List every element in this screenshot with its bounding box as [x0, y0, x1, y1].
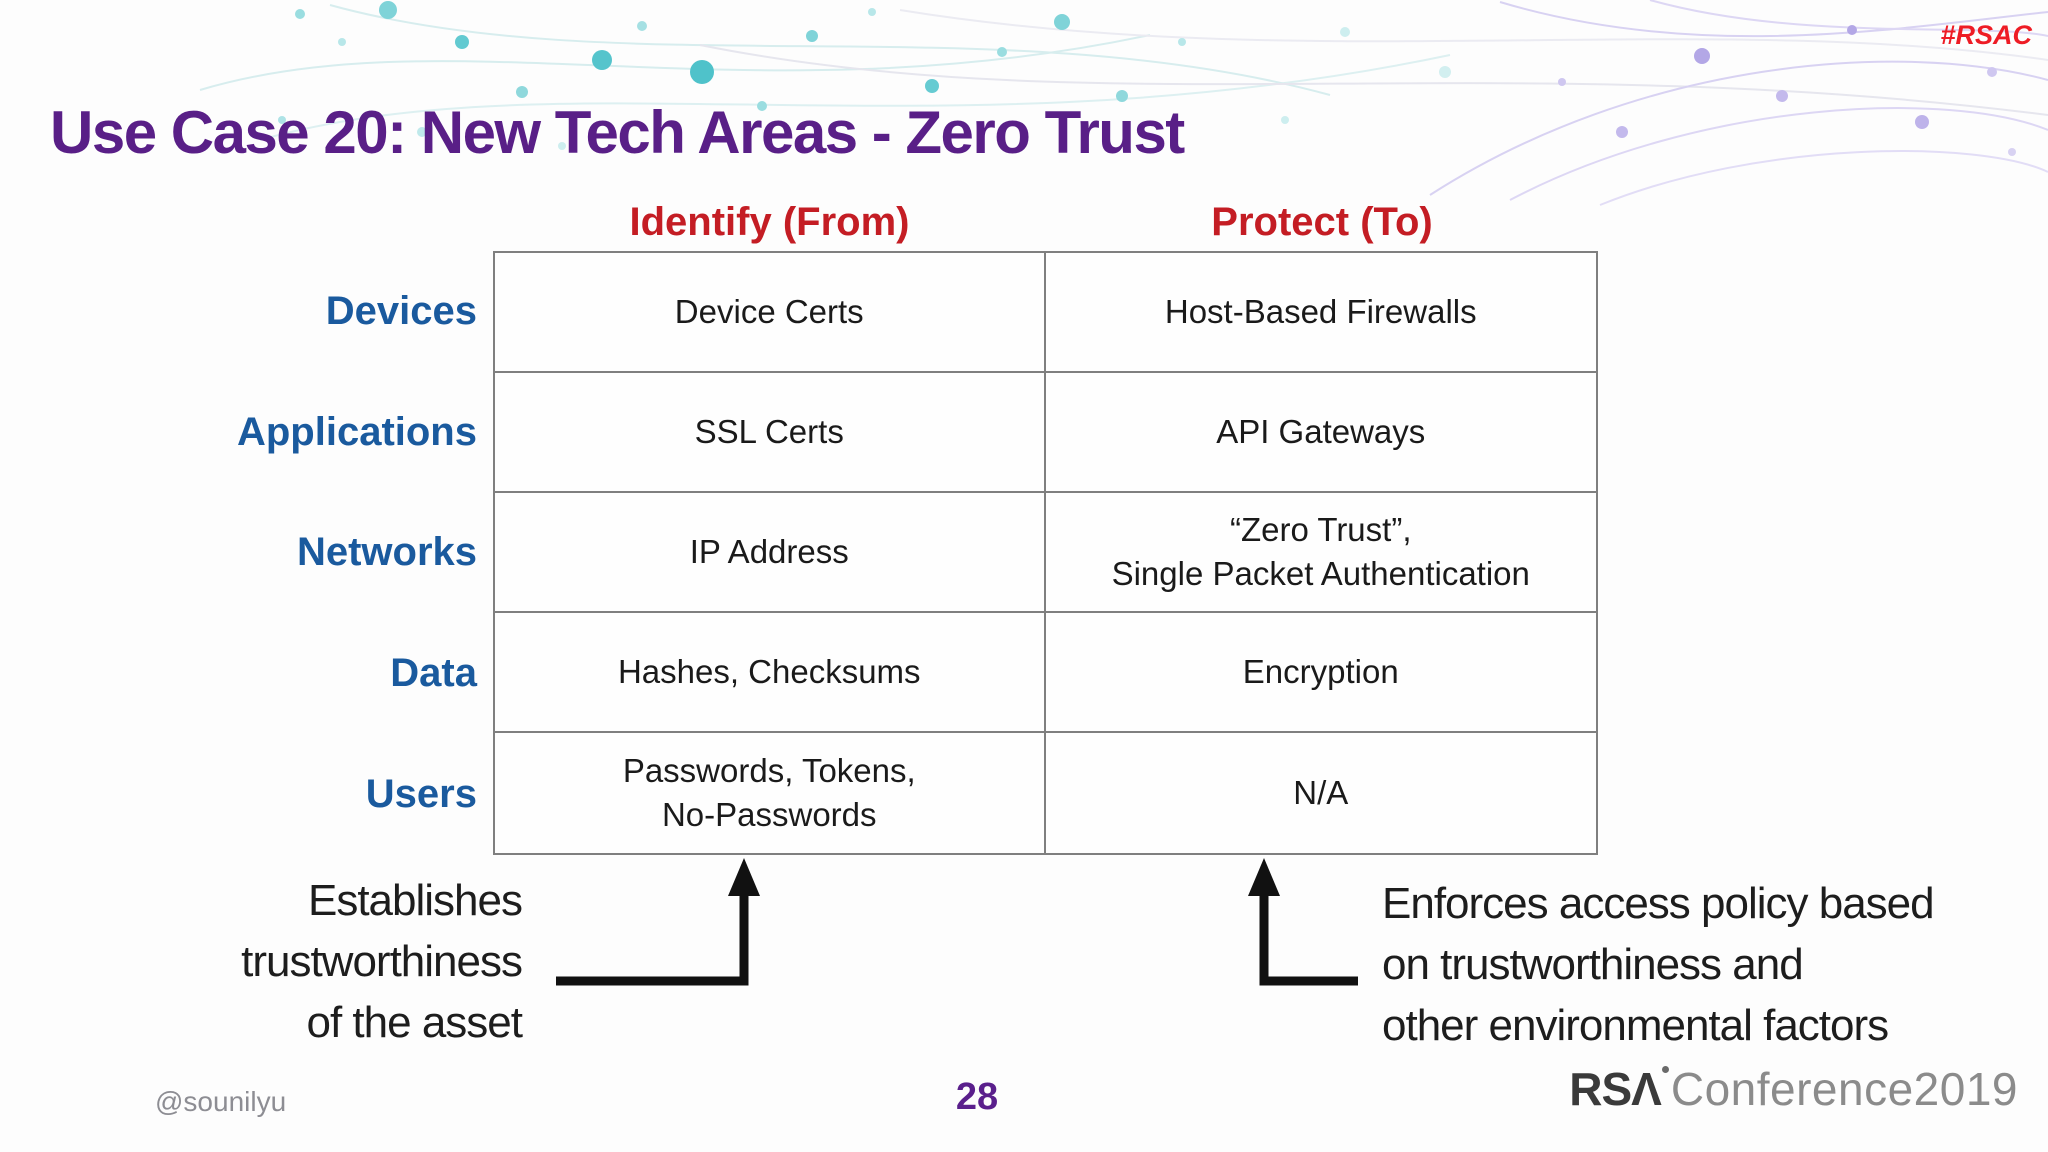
row-label-users: Users	[365, 772, 477, 817]
cell-users-identify: Passwords, Tokens, No-Passwords	[495, 733, 1046, 853]
cell-data-protect: Encryption	[1045, 613, 1596, 733]
rsa-logo-brand: RSΛ	[1569, 1063, 1662, 1115]
rsac-hashtag: #RSAC	[1940, 20, 2032, 50]
row-labels: Devices Applications Networks Data Users	[40, 251, 477, 855]
slide-title: Use Case 20: New Tech Areas - Zero Trust	[50, 99, 1185, 167]
annotation-protect: Enforces access policy based on trustwor…	[1382, 879, 1935, 1050]
cell-users-protect: N/A	[1293, 774, 1349, 811]
rsa-logo-suffix: Conference2019	[1670, 1063, 2018, 1115]
cell-networks-identify: IP Address	[495, 493, 1046, 613]
zero-trust-matrix: Device Certs Host-Based Firewalls SSL Ce…	[493, 251, 1598, 855]
cell-applications-protect: API Gateways	[1045, 373, 1596, 493]
cell-applications-identify: SSL Certs	[495, 373, 1046, 493]
row-label-networks: Networks	[296, 530, 477, 575]
logo-registered-dot	[1661, 1066, 1669, 1073]
cell-devices-protect: Host-Based Firewalls	[1045, 253, 1596, 373]
protect-arrow-icon	[1248, 858, 1358, 986]
cell-devices-identify: Device Certs	[495, 253, 1046, 373]
row-label-devices: Devices	[325, 288, 477, 333]
twitter-handle: @sounilyu	[155, 1086, 287, 1117]
column-header-protect: Protect (To)	[1211, 199, 1433, 244]
row-label-applications: Applications	[236, 409, 477, 454]
cell-networks-protect: “Zero Trust”, Single Packet Authenticati…	[1045, 493, 1596, 613]
annotation-identify: Establishes trustworthiness of the asset	[241, 876, 523, 1047]
identify-arrow-icon	[556, 858, 760, 986]
page-number: 28	[955, 1076, 999, 1118]
column-header-identify: Identify (From)	[629, 199, 910, 244]
row-label-data: Data	[390, 651, 477, 696]
cell-data-identify: Hashes, Checksums	[495, 613, 1046, 733]
